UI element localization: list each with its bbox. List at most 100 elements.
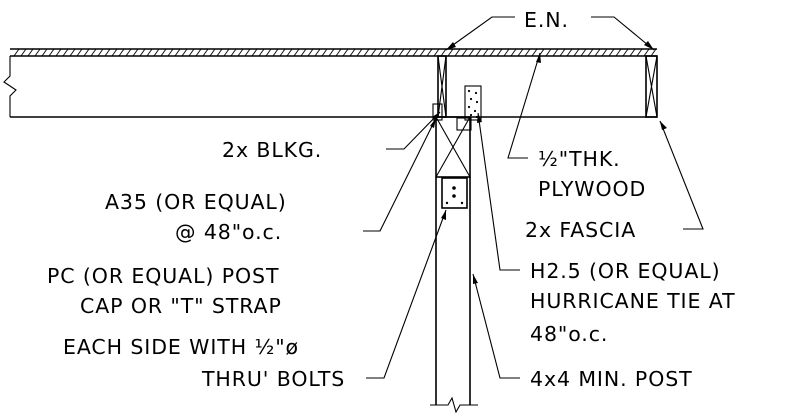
- plywood-hatch-stroke: [608, 48, 615, 57]
- plywood-hatch-stroke: [293, 48, 300, 57]
- plywood-hatch-stroke: [349, 48, 356, 57]
- plywood-hatch-stroke: [69, 48, 76, 57]
- plywood-hatch-stroke: [342, 48, 349, 57]
- plywood-hatch-stroke: [41, 48, 48, 57]
- blocking-label: 2x BLKG.: [222, 138, 322, 162]
- a35-clip: [432, 103, 443, 121]
- nail-dot: [469, 113, 473, 117]
- nail-dot: [467, 89, 471, 93]
- plywood-hatch-stroke: [573, 48, 580, 57]
- plywood-hatch-stroke: [524, 48, 531, 57]
- plywood-hatch-stroke: [482, 48, 489, 57]
- postcap-label-line3: EACH SIDE WITH ½"ø: [63, 335, 299, 359]
- plywood-hatch-stroke: [139, 48, 146, 57]
- plywood-hatch-stroke: [433, 48, 440, 57]
- post-leader: [472, 273, 520, 379]
- plywood-label-line1: ½"THK.: [538, 147, 621, 171]
- plywood-hatch-stroke: [419, 48, 426, 57]
- tie-bracket: [456, 117, 472, 131]
- plywood-hatch-stroke: [580, 48, 587, 57]
- plywood-hatch-stroke: [76, 48, 83, 57]
- post-arrow: [473, 274, 478, 284]
- blkg-leader: [386, 111, 441, 150]
- plywood-hatch-stroke: [258, 48, 265, 57]
- beam-assembly: [3, 48, 658, 121]
- left-break-line: [3, 56, 17, 117]
- post-connectors: [432, 103, 472, 209]
- plywood-hatch-stroke: [244, 48, 251, 57]
- plywood-hatch-stroke: [622, 48, 629, 57]
- hurricane-tie-nails: [467, 89, 479, 119]
- post-top-x-2: [435, 116, 471, 178]
- postcap-label-line2: CAP OR "T" STRAP: [80, 294, 282, 318]
- plywood-hatch-stroke: [286, 48, 293, 57]
- plywood-hatch-stroke: [223, 48, 230, 57]
- plywood-hatch-stroke: [461, 48, 468, 57]
- plywood-hatch-stroke: [566, 48, 573, 57]
- en-arrow-left: [446, 42, 456, 50]
- a35-label-line1: A35 (OR EQUAL): [105, 190, 287, 214]
- plywood-hatch-stroke: [20, 48, 27, 57]
- plywood-hatch-stroke: [384, 48, 391, 57]
- fascia-leader: [659, 120, 704, 230]
- fascia-board: [645, 55, 658, 118]
- plywood-hatch-stroke: [405, 48, 412, 57]
- plywood-hatch-stroke: [300, 48, 307, 57]
- plywood-hatch-stroke: [181, 48, 188, 57]
- bolt-hole-1: [452, 186, 456, 190]
- postcap-leader: [366, 209, 447, 379]
- plywood-hatch-stroke: [104, 48, 111, 57]
- plywood-hatch-stroke: [160, 48, 167, 57]
- plywood-hatch-stroke: [237, 48, 244, 57]
- plywood-hatch-stroke: [552, 48, 559, 57]
- en-leader-left: [445, 16, 515, 51]
- post-cap-strap: [441, 177, 468, 209]
- postcap-label-line4: THRU' BOLTS: [201, 367, 345, 391]
- h25-label-line2: HURRICANE TIE AT: [530, 289, 736, 313]
- plywood-hatch-stroke: [230, 48, 237, 57]
- fascia-arrow: [660, 121, 667, 130]
- en-arrow-right: [644, 41, 654, 50]
- plywood-hatch-stroke: [188, 48, 195, 57]
- plywood-hatch-stroke: [34, 48, 41, 57]
- plywood-hatch-stroke: [545, 48, 552, 57]
- plywood-hatch-stroke: [587, 48, 594, 57]
- nail-dot: [473, 109, 477, 113]
- plywood-hatch-stroke: [440, 48, 447, 57]
- postcap-label-line1: PC (OR EQUAL) POST: [47, 264, 279, 288]
- plywood-hatch-stroke: [601, 48, 608, 57]
- plywood-hatch-stroke: [636, 48, 643, 57]
- h25-arrow: [477, 113, 482, 123]
- plywood-hatch-stroke: [503, 48, 510, 57]
- fascia-x-2: [645, 55, 658, 118]
- bolt-hole-2: [452, 194, 456, 198]
- leader-lines: [363, 16, 704, 379]
- plywood-leader: [507, 52, 541, 159]
- plywood-hatch-stroke: [111, 48, 118, 57]
- plywood-hatch-stroke: [398, 48, 405, 57]
- plywood-hatch-stroke: [321, 48, 328, 57]
- plywood-hatch: [13, 48, 657, 57]
- plywood-hatch-stroke: [146, 48, 153, 57]
- plywood-hatch-stroke: [27, 48, 34, 57]
- plywood-hatch-stroke: [468, 48, 475, 57]
- en-label: E.N.: [524, 8, 569, 32]
- post-label: 4x4 MIN. POST: [530, 367, 693, 391]
- nail-dot: [467, 105, 471, 109]
- h25-label-line3: 48"o.c.: [530, 322, 608, 346]
- plywood-hatch-stroke: [356, 48, 363, 57]
- plywood-hatch-stroke: [335, 48, 342, 57]
- plywood-hatch-stroke: [643, 48, 650, 57]
- blocking-x-2: [437, 55, 447, 118]
- plywood-hatch-stroke: [426, 48, 433, 57]
- plywood-hatch-stroke: [167, 48, 174, 57]
- plywood-hatch-stroke: [48, 48, 55, 57]
- plywood-hatch-stroke: [216, 48, 223, 57]
- plywood-hatch-stroke: [125, 48, 132, 57]
- en-leader-right: [591, 16, 655, 51]
- nail-2: [460, 201, 464, 205]
- plywood-hatch-stroke: [174, 48, 181, 57]
- plywood-hatch-stroke: [412, 48, 419, 57]
- a35-label-line2: @ 48"o.c.: [175, 220, 282, 244]
- plywood-arrow: [536, 53, 541, 63]
